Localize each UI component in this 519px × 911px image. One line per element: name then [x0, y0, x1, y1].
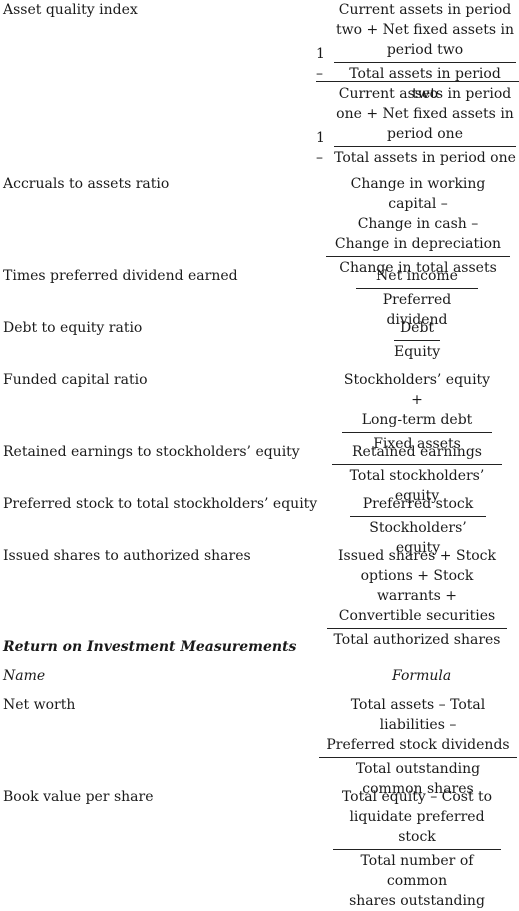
numerator-line: Change in working capital –: [350, 176, 486, 212]
row-name-funded-capital: Funded capital ratio: [3, 372, 148, 388]
denominator: Total authorized shares: [333, 632, 501, 648]
document-page: Asset quality index 1 – Current assets i…: [3, 0, 519, 909]
numerator-line: Total assets – Total liabilities –: [350, 697, 486, 733]
numerator-line: options + Stock warrants +: [360, 568, 474, 604]
row-name-times-preferred: Times preferred dividend earned: [3, 268, 238, 284]
numerator-line: Convertible securities: [338, 608, 496, 624]
row-name-debt-equity: Debt to equity ratio: [3, 320, 143, 336]
denominator: Stockholders’ equity: [369, 520, 467, 556]
main-fraction-bar: [316, 81, 519, 82]
numerator-line: Change in depreciation: [334, 236, 502, 252]
formula-accruals: Change in working capital – Change in ca…: [326, 174, 510, 278]
numerator-line: period two: [386, 42, 464, 58]
numerator-line: liquidate preferred stock: [349, 809, 485, 845]
denominator: Equity: [394, 344, 441, 360]
formula-preferred-stock: Preferred stock Stockholders’ equity: [350, 494, 486, 558]
denominator-line: shares outstanding: [349, 893, 485, 909]
denominator: Total number of common shares outstandin…: [333, 850, 501, 911]
numerator: Debt: [394, 318, 440, 341]
formula-net-worth: Total assets – Total liabilities – Prefe…: [319, 695, 517, 799]
denominator: Change in total assets: [339, 260, 497, 276]
numerator-line: Preferred stock dividends: [326, 737, 510, 753]
denominator: Total stockholders’ equity: [349, 468, 485, 504]
numerator: Retained earnings: [332, 442, 502, 465]
column-header-formula: Formula: [392, 668, 452, 684]
denominator: Preferred dividend: [382, 292, 452, 328]
row-name-book-value: Book value per share: [3, 789, 154, 805]
fraction: Current assets in period two + Net fixed…: [334, 0, 516, 104]
numerator-line: Current assets in period: [338, 2, 512, 18]
section-title: Return on Investment Measurements: [3, 639, 297, 655]
numerator: Change in working capital – Change in ca…: [326, 174, 510, 257]
numerator-line: Current assets in period: [338, 86, 512, 102]
row-name-retained-earnings: Retained earnings to stockholders’ equit…: [3, 444, 300, 460]
row-name-issued-shares: Issued shares to authorized shares: [3, 548, 251, 564]
row-name-asset-quality: Asset quality index: [3, 2, 138, 18]
numerator-line: one + Net fixed assets in: [336, 106, 514, 122]
formula-issued-shares: Issued shares + Stock options + Stock wa…: [327, 546, 507, 650]
numerator-line: Long-term debt: [361, 412, 473, 428]
numerator: Total equity – Cost to liquidate preferr…: [333, 787, 501, 850]
fraction: Current assets in period one + Net fixed…: [334, 84, 516, 168]
numerator: Stockholders’ equity + Long-term debt: [342, 370, 492, 433]
numerator-line: Preferred stock: [362, 496, 474, 512]
numerator-line: Stockholders’ equity +: [343, 372, 491, 408]
denominator: Total assets in period one: [334, 150, 516, 166]
denominator-line: common shares: [362, 781, 474, 797]
numerator-line: two + Net fixed assets in: [336, 22, 514, 38]
numerator: Total assets – Total liabilities – Prefe…: [319, 695, 517, 758]
numerator-line: Net income: [376, 268, 458, 284]
numerator-line: Retained earnings: [352, 444, 482, 460]
formula-debt-equity: Debt Equity: [394, 318, 440, 362]
formula-funded-capital: Stockholders’ equity + Long-term debt Fi…: [342, 370, 492, 454]
numerator-line: Debt: [399, 320, 435, 336]
denominator-line: Total number of common: [360, 853, 474, 889]
numerator-line: Total equity – Cost to: [341, 789, 493, 805]
formula-times-preferred: Net income Preferred dividend: [356, 266, 478, 330]
denominator: Fixed assets: [373, 436, 461, 452]
numerator: Current assets in period one + Net fixed…: [334, 84, 516, 147]
denominator-line: Total outstanding: [355, 761, 481, 777]
denominator: Total assets in period two: [349, 66, 501, 102]
denominator: Total outstanding common shares: [319, 758, 517, 799]
numerator-line: Issued shares + Stock: [338, 548, 496, 564]
one-minus-label: 1 –: [316, 46, 325, 82]
row-name-preferred-stock: Preferred stock to total stockholders’ e…: [3, 496, 318, 512]
row-name-net-worth: Net worth: [3, 697, 76, 713]
numerator: Current assets in period two + Net fixed…: [334, 0, 516, 63]
row-name-accruals: Accruals to assets ratio: [3, 176, 170, 192]
numerator-line: Change in cash –: [357, 216, 479, 232]
numerator: Preferred stock: [350, 494, 486, 517]
numerator: Net income: [356, 266, 478, 289]
numerator-line: period one: [387, 126, 463, 142]
formula-retained-earnings: Retained earnings Total stockholders’ eq…: [332, 442, 502, 506]
one-minus-label: 1 –: [316, 130, 325, 166]
formula-book-value: Total equity – Cost to liquidate preferr…: [333, 787, 501, 911]
column-header-name: Name: [3, 668, 46, 684]
numerator: Issued shares + Stock options + Stock wa…: [327, 546, 507, 629]
